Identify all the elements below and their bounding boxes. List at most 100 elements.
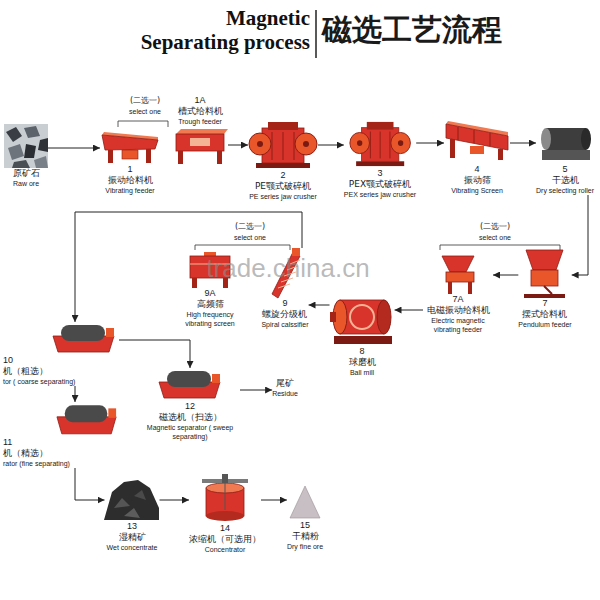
dry-fine-ore-picture [290,486,320,518]
machine-node: 7A电磁振动给料机Electric magnetic vibrating fee… [423,254,493,334]
jaw-crusher-picture [370,132,371,159]
jaw-crusher-picture [268,122,298,130]
machine-node: 尾矿Residue [272,378,298,398]
callout-number: 1 [100,164,160,175]
name-zh: 球磨机 [330,357,395,368]
name-zh: 湿精矿 [105,532,160,543]
name-zh: 槽式给料机 [172,106,228,117]
flow-arrow [75,468,105,500]
callout-number: 9A [175,288,245,299]
vibrating-screen-picture [474,130,475,143]
vibrating-feeder-picture [146,149,151,163]
electromagnetic-feeder-picture [448,282,452,294]
callout-number: 8 [330,346,395,357]
name-zh: 尾矿 [272,378,298,389]
magnetic-separator-picture [53,325,114,352]
ball-mill-picture [350,305,374,329]
ball-mill-picture [330,312,336,322]
vibrating-feeder-picture [108,150,113,163]
name-en: Ball mill [330,368,395,377]
machine-node: 12磁选机（扫选）Magnetic separator ( sweep sepa… [140,368,240,441]
machine-node: 11机（精选）rator (fine separating) [3,402,119,468]
pendulum-feeder-picture [531,270,558,286]
jaw-crusher-picture [398,140,403,146]
vibrating-screen-picture [490,133,491,146]
raw-ore-picture [24,144,36,158]
high-frequency-screen-picture [192,278,197,288]
callout-number: 3 [344,168,416,179]
jaw-crusher-picture [391,132,411,153]
ball-mill-picture [377,300,391,334]
raw-ore-picture [8,144,24,160]
ball-mill-picture [334,336,392,344]
callout-number: 1A [172,95,228,106]
flow-arrow [318,145,344,146]
flow-arrow [119,340,190,368]
callout-number: 2 [248,170,318,181]
pendulum-feeder-picture [524,250,565,298]
name-en: PE series jaw crusher [248,192,318,201]
dry-roller-picture [546,128,586,150]
select-note: (二选一) [130,96,160,106]
magnetic-separator-picture [108,408,116,418]
name-zh: 浓缩机（可选用） [189,534,261,545]
select-bracket [440,245,560,250]
concentrator-picture [206,511,244,521]
callout-number: 12 [140,401,240,412]
raw-ore-picture [12,160,30,168]
magnetic-separator-picture [61,325,105,341]
callout-number: 11 [3,437,119,448]
flow-arrow [309,305,330,306]
name-zh: 干精粉 [287,531,323,542]
dry-roller-picture [541,128,551,150]
name-zh: 高频筛 [175,299,245,310]
pendulum-feeder-picture [544,286,552,294]
jaw-crusher-picture [356,161,404,166]
name-zh: 振动筛 [444,175,510,186]
magnetic-separator-picture [65,405,108,422]
magnetic-separator-picture [167,371,211,387]
name-en: Wet concentrate [105,543,160,552]
name-en: Trough feeder [172,117,228,126]
select-bracket [118,121,168,127]
name-zh: PEX颚式破碎机 [344,179,416,190]
name-en: Vibrating Screen [444,186,510,195]
vibrating-feeder-picture [102,132,158,163]
machine-node: 5干选机Dry selecting roller [536,122,594,195]
flow-arrow [240,390,272,391]
vibrating-screen-picture [498,149,503,160]
name-zh: 螺旋分级机 [261,309,308,320]
name-zh: 机（精选） [3,448,119,459]
jaw-crusher-picture [294,132,295,160]
name-en: Magnetic separator ( sweep separating) [140,423,240,441]
select-note: (二选一) [480,222,510,232]
flow-arrow [75,386,76,402]
divider-line [315,10,317,58]
select-note: select one [129,107,161,116]
watermark: trade.china.cn [206,254,369,282]
vibrating-screen-picture [470,146,484,154]
jaw-crusher-picture [256,163,310,168]
flow-arrow [510,143,536,144]
magnetic-separator-picture [57,405,116,434]
raw-ore-picture [38,138,48,152]
name-en: PEX series jaw crusher [344,190,416,199]
name-en: tor ( coarse separating) [3,377,119,386]
divider-line [316,10,317,58]
raw-ore-picture [6,127,22,142]
concentrator-picture [225,483,226,510]
dry-roller-picture [541,128,591,160]
callout-number: 13 [105,521,160,532]
callout-number: 14 [189,523,261,534]
trough-feeder-picture [178,151,183,164]
select-note: select one [479,233,511,242]
jaw-crusher-picture [303,141,309,147]
raw-ore-picture [4,124,48,168]
name-en: Electric magnetic vibrating feeder [423,316,493,334]
name-zh: 机（粗选） [3,366,119,377]
select-note: (二选一) [235,222,265,232]
vibrating-screen-picture [450,139,455,158]
callout-number: 5 [536,164,594,175]
wet-concentrate-picture [104,480,159,520]
